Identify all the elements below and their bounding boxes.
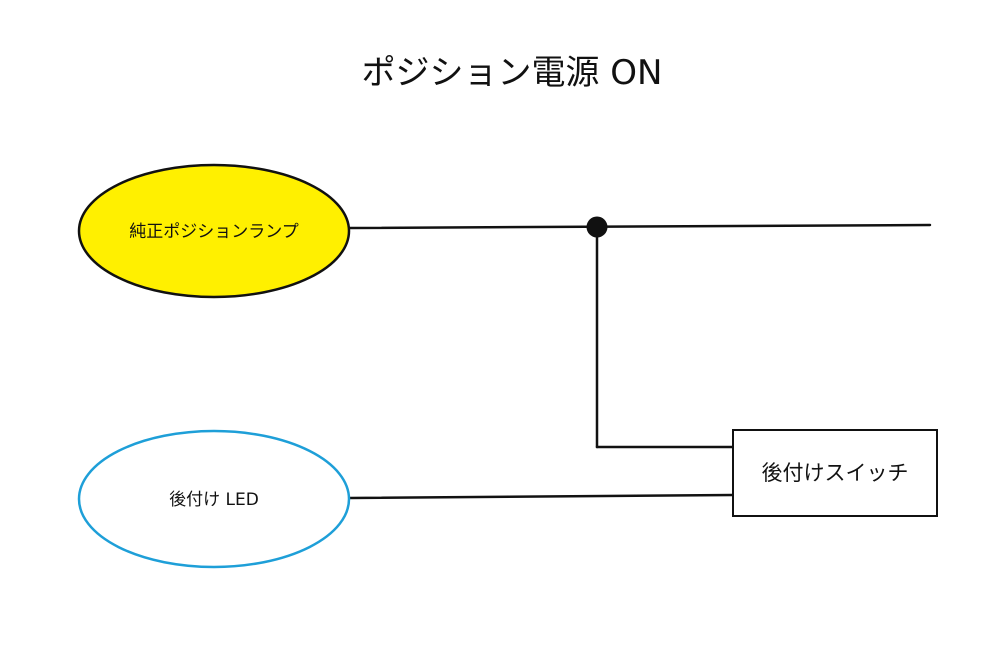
aftermarket-switch-node: 後付けスイッチ [732,429,938,517]
stock-position-lamp-node: 純正ポジションランプ [77,163,351,299]
stock-position-lamp-label: 純正ポジションランプ [129,222,299,242]
stock-position-lamp-ellipse [77,163,351,299]
aftermarket-led-label: 後付け LED [169,490,259,510]
led-wire [348,493,735,500]
aftermarket-switch-label: 後付けスイッチ [762,461,909,485]
junction-dot [586,216,608,238]
main-power-wire [348,223,932,230]
aftermarket-switch-box [732,429,938,517]
aftermarket-led-ellipse [77,429,351,569]
diagram-title: ポジション電源 ON [361,53,662,93]
aftermarket-led-node: 後付け LED [77,429,351,569]
